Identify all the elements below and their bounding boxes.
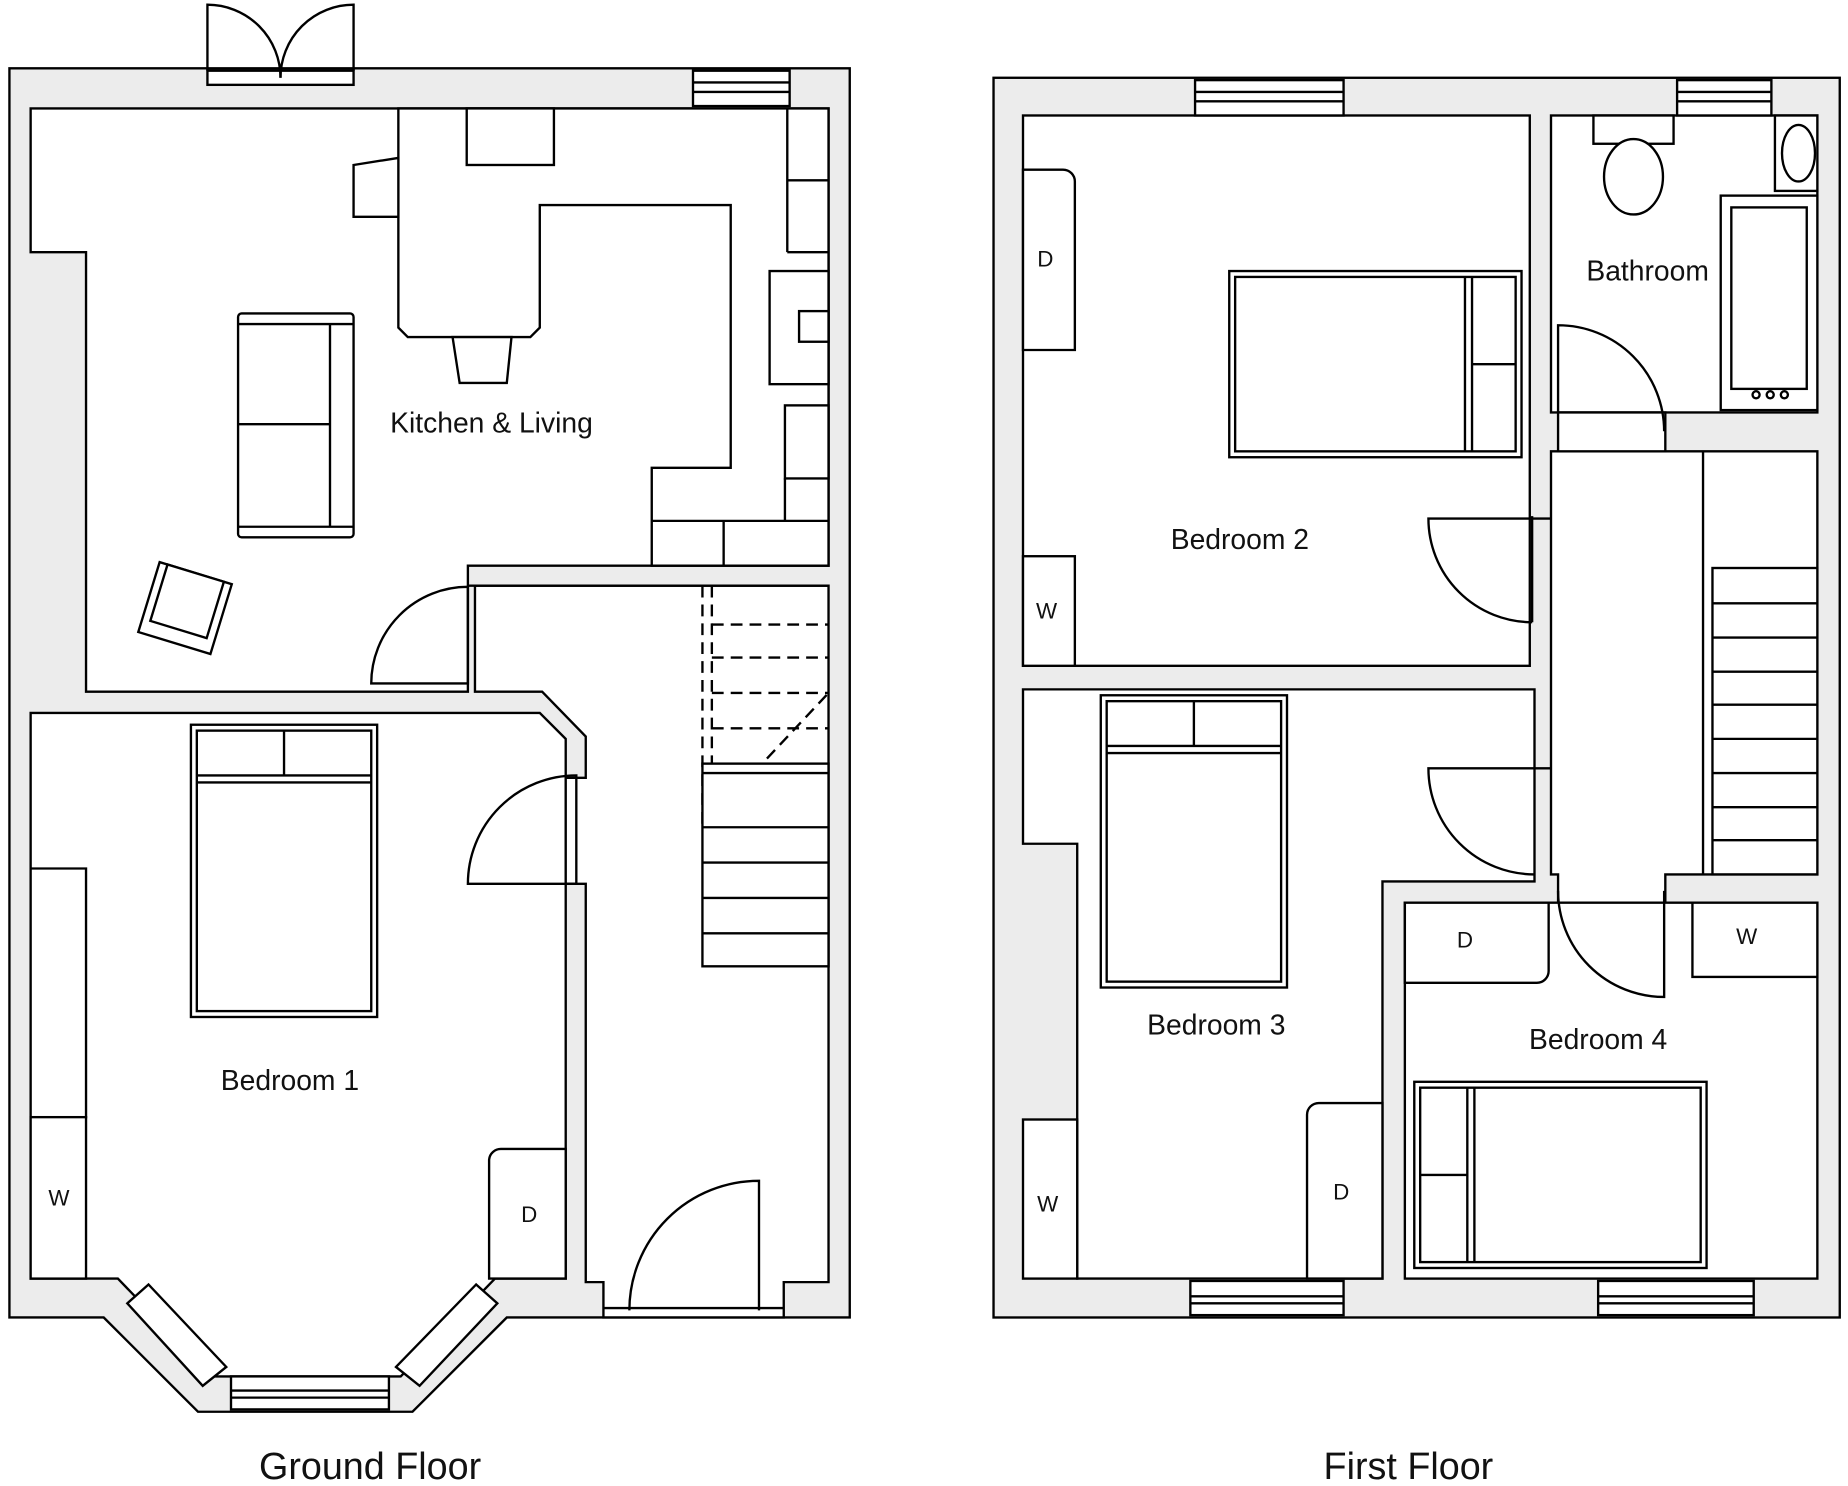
window [1193,78,1345,117]
bedroom-2-drawers-label: D [1037,246,1053,271]
double-bed [189,723,379,1019]
kitchen-living-label: Kitchen & Living [390,406,593,438]
first-floor-title: First Floor [1324,1445,1494,1486]
toilet-icon [1602,137,1665,216]
ground-floor-title: Ground Floor [259,1445,481,1486]
bedroom-4-wardrobe-label: W [1736,924,1758,949]
bedroom-2-label: Bedroom 2 [1171,523,1309,555]
sink [465,107,556,167]
double-bed [1228,269,1523,459]
window [691,69,791,108]
sofa [236,312,355,539]
staircase [1701,451,1819,876]
bedroom-1-door [466,774,578,886]
stool [352,156,400,219]
drawers [487,1147,567,1280]
first-floor-plan: D W W D D W Bedroom 2 Bathroom Bedroom 3… [992,76,1841,1486]
drawers [1021,168,1077,352]
front-door [628,1179,761,1311]
bedroom-4-door [1556,890,1666,999]
stool [451,335,513,385]
ground-floor-plan: W D Kitchen & Living Bedroom 1 Ground Fl… [8,3,851,1486]
wardrobe [1021,555,1077,667]
window [1596,1279,1755,1317]
drawers-label: D [521,1202,537,1227]
window [1189,1279,1345,1317]
bedroom-2-wardrobe-label: W [1036,599,1058,624]
drawers [1305,1101,1384,1280]
french-doors [206,3,355,87]
kitchen-island [397,107,830,567]
wardrobe [1021,1118,1079,1280]
bedroom-3-drawers-label: D [1333,1180,1349,1205]
staircase [701,585,830,968]
wardrobe [1691,901,1819,979]
kitchen-door [370,585,470,685]
armchair [136,560,234,656]
double-bed [1099,694,1289,989]
basin-bowl [1780,123,1817,183]
window [1675,78,1773,117]
drawers [1403,901,1550,984]
wardrobe [29,1115,88,1280]
bathroom-door [1556,324,1666,432]
bathroom-label: Bathroom [1586,254,1709,286]
bay-window [125,1282,500,1411]
bedroom-3-label: Bedroom 3 [1147,1009,1285,1041]
bedroom-4-drawers-label: D [1457,927,1473,952]
bedroom-2-door [1427,516,1551,624]
bedroom-3-wardrobe-label: W [1037,1191,1059,1216]
double-bed [1413,1080,1708,1270]
bedroom-4-label: Bedroom 4 [1529,1023,1667,1055]
wardrobe-label: W [48,1186,70,1211]
bedroom-3-door [1427,767,1551,876]
bathroom-door-opening [1556,411,1667,453]
bedroom-1-label: Bedroom 1 [221,1064,359,1096]
